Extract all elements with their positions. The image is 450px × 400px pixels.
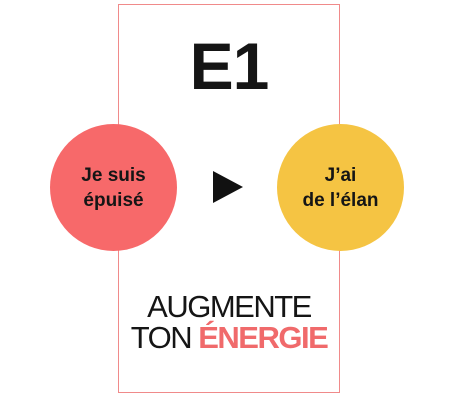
tagline-line1: AUGMENTE [147, 289, 312, 324]
play-triangle-icon [213, 171, 243, 203]
tagline-line2-plain: TON [130, 320, 199, 355]
from-state-circle: Je suis épuisé [50, 124, 177, 251]
from-state-line2: épuisé [83, 189, 144, 211]
tagline-line2: TON ÉNERGIE [118, 322, 340, 353]
tagline-highlight: ÉNERGIE [198, 320, 329, 355]
tagline: AUGMENTE TON ÉNERGIE [118, 291, 340, 353]
from-state-line1: Je suis [81, 164, 146, 186]
to-state-circle: J’ai de l’élan [277, 124, 404, 251]
to-state-line1: J’ai [324, 164, 357, 186]
to-state-line2: de l’élan [302, 189, 379, 211]
card-code: E1 [189, 29, 270, 103]
